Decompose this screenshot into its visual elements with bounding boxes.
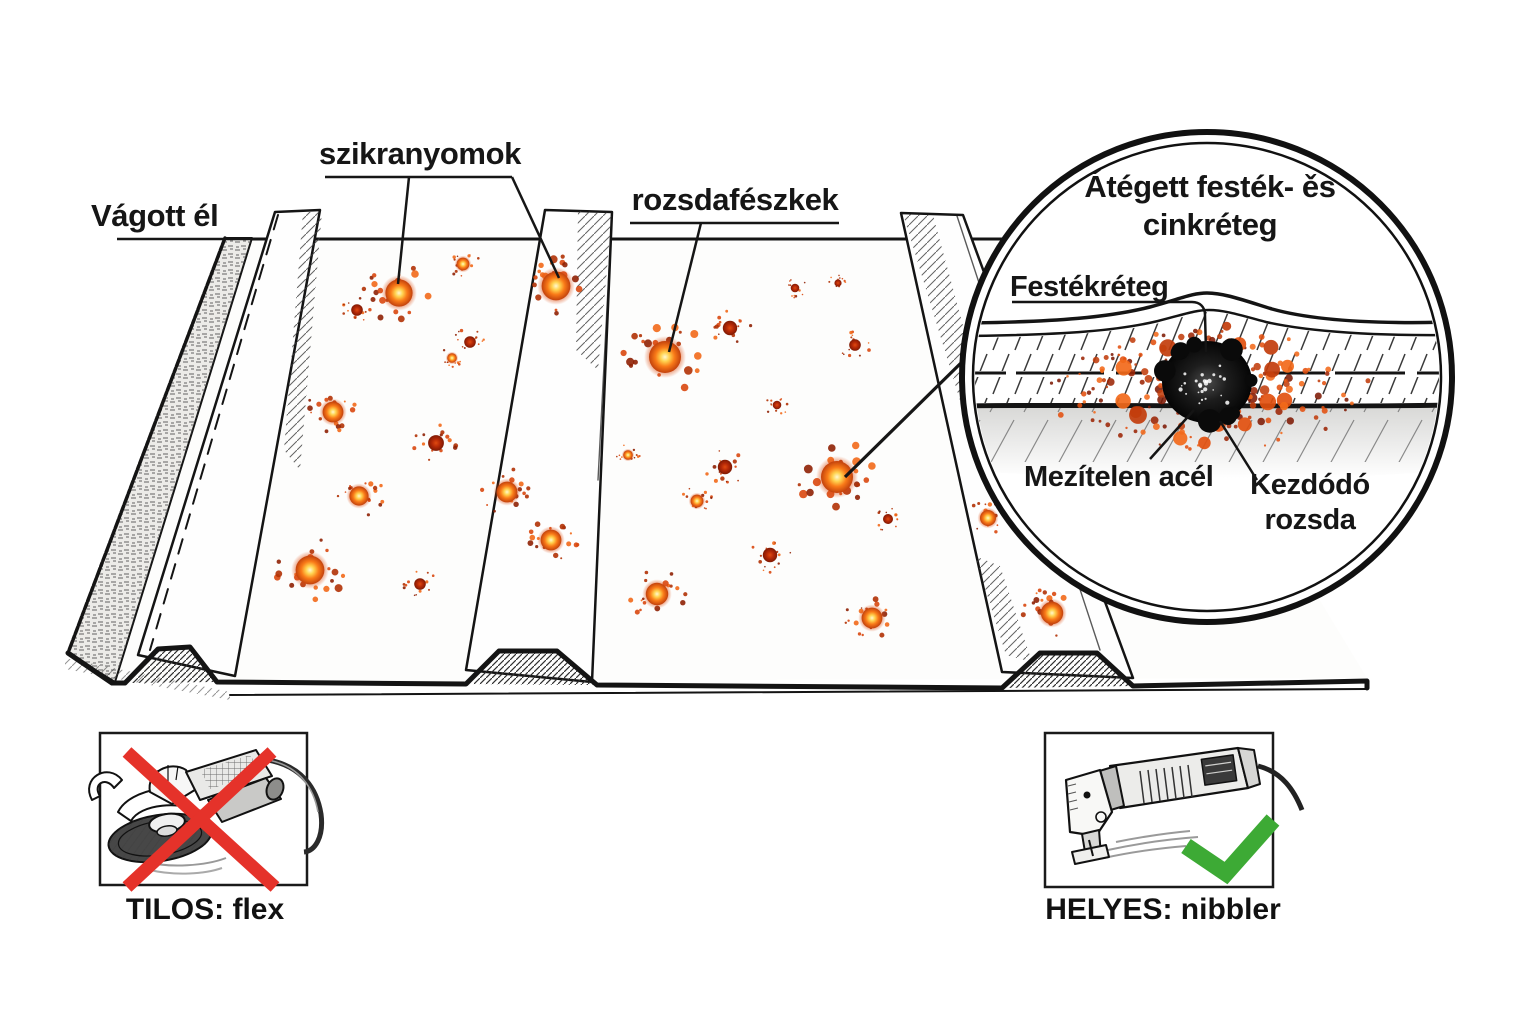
rust-spot <box>751 541 792 574</box>
rust-spot <box>766 398 789 415</box>
nibbler-illustration <box>1064 746 1305 865</box>
spark-mark <box>682 487 713 510</box>
rust-spot <box>402 570 435 597</box>
spark-mark <box>480 467 531 513</box>
spark-mark <box>620 323 702 392</box>
label-leader-lines <box>117 175 965 479</box>
rib-1 <box>136 208 322 678</box>
front-edge-profile <box>65 644 1370 700</box>
label-rust-nests: rozsdafészkek <box>631 182 839 217</box>
inset-label-bare-steel: Mezítelen acél <box>1024 461 1214 493</box>
rust-spot <box>828 274 847 288</box>
rib-2 <box>464 208 614 684</box>
cut-edge-strip <box>66 236 253 683</box>
rust-spot <box>788 279 806 299</box>
label-cut-edge: Vágott él <box>91 198 219 233</box>
spark-mark <box>797 441 876 511</box>
defect-marks-layer <box>274 254 1067 638</box>
rust-spot <box>841 330 871 358</box>
label-spark-marks: szikranyomok <box>319 136 521 171</box>
spark-mark <box>527 521 580 560</box>
rust-spot <box>342 297 372 321</box>
green-check-icon <box>1181 814 1280 885</box>
angle-grinder-illustration <box>88 749 325 875</box>
spark-mark <box>336 481 385 517</box>
spark-mark <box>274 538 346 603</box>
rust-spot <box>412 423 459 461</box>
spark-mark <box>442 349 461 368</box>
rust-spot <box>454 328 485 349</box>
forbidden-tool-box <box>88 731 325 892</box>
forbidden-caption: TILOS: flex <box>125 893 285 926</box>
inset-leader-lines <box>1012 300 1259 481</box>
allowed-caption: HELYES: nibbler <box>1045 893 1281 926</box>
burn-spot-stipple <box>1154 336 1258 433</box>
spark-mark <box>628 570 688 615</box>
red-cross-icon <box>122 747 280 892</box>
spark-mark <box>532 254 583 316</box>
magnifier-inset <box>959 129 1455 625</box>
spark-mark <box>307 395 357 434</box>
spark-mark <box>361 265 432 323</box>
spark-mark <box>971 501 1009 534</box>
inset-label-paint-layer: Festékréteg <box>1010 271 1169 303</box>
spark-mark <box>844 596 890 638</box>
allowed-tool-box <box>1043 731 1305 889</box>
rust-spot <box>713 309 753 343</box>
spark-mark <box>616 444 641 462</box>
rust-spot <box>705 450 741 484</box>
spark-mark <box>452 254 480 277</box>
rust-spot <box>877 507 899 531</box>
spark-mark <box>1020 588 1067 637</box>
inset-label-starting-rust: Kezdódó rozsda <box>1250 469 1370 537</box>
inset-title: Átégett festék- ěs cinkréteg <box>1084 169 1336 242</box>
